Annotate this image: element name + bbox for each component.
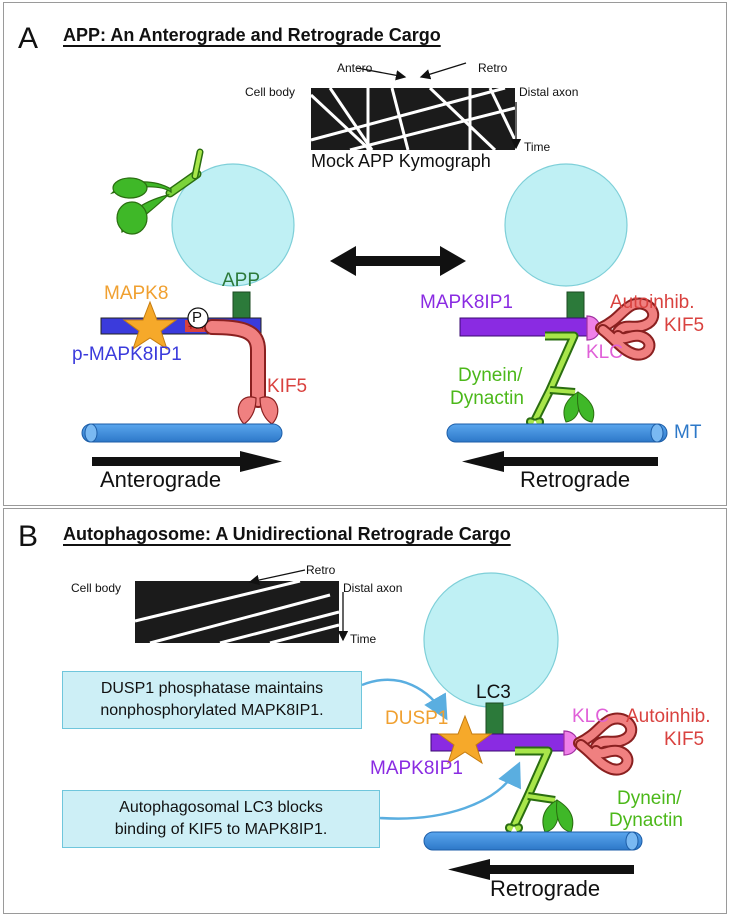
phospho-label: P <box>192 309 203 326</box>
klc-label-b: KLC <box>572 706 609 727</box>
retrograde-arrow-a <box>462 451 658 472</box>
kymo-a-retro: Retro <box>478 61 508 75</box>
panel-b-title: Autophagosome: A Unidirectional Retrogra… <box>63 524 511 544</box>
dusp1-label: DUSP1 <box>385 708 449 729</box>
double-arrow <box>330 246 466 276</box>
kif5-a-left <box>204 319 279 425</box>
note2-arrow <box>379 761 521 820</box>
panel-a-letter: A <box>18 22 39 55</box>
autoinhib-label-b-1: Autoinhib. <box>626 706 711 727</box>
note-lc3-line1: Autophagosomal LC3 blocks <box>119 799 323 816</box>
retrograde-label-b: Retrograde <box>490 876 601 901</box>
anterograde-arrow <box>92 451 282 472</box>
kymo-a-antero: Antero <box>337 61 373 75</box>
note-dusp1-line1: DUSP1 phosphatase maintains <box>100 680 324 697</box>
dynein-label-b-1: Dynein/ <box>617 788 682 809</box>
mt-label: MT <box>674 422 702 443</box>
kymo-b-distal-axon: Distal axon <box>343 581 403 595</box>
kif5-label-left: KIF5 <box>267 376 308 397</box>
kymo-a-distal-axon: Distal axon <box>519 85 579 99</box>
note-dusp1: DUSP1 phosphatase maintains nonphosphory… <box>62 671 362 729</box>
kymo-a-cell-body: Cell body <box>245 85 296 99</box>
dynein-label-b-2: Dynactin <box>609 810 683 831</box>
phospho-circle <box>187 307 209 329</box>
kymograph-a <box>309 62 522 152</box>
retrograde-arrow-b <box>448 859 634 880</box>
kymograph-b <box>134 569 349 645</box>
dynein-a-left <box>110 148 204 235</box>
microtubule-a-left <box>81 423 283 443</box>
microtubule-b <box>423 831 643 851</box>
autoinhib-kif5-b <box>573 712 638 776</box>
vesicle-a-right <box>504 163 628 287</box>
anterograde-label: Anterograde <box>100 467 222 492</box>
dusp1-star <box>437 714 493 765</box>
lc3-label: LC3 <box>476 682 511 703</box>
autoinhib-kif5-a-right <box>595 297 660 361</box>
dynein-label-a-2: Dynactin <box>450 388 524 409</box>
panel-b-letter: B <box>18 520 39 553</box>
note-lc3-line2: binding of KIF5 to MAPK8IP1. <box>114 821 328 838</box>
klc-label-a: KLC <box>586 342 623 363</box>
kymo-a-time: Time <box>524 140 551 154</box>
dynein-a-right <box>526 331 595 427</box>
mapk8-star <box>122 300 178 351</box>
mapk8-label: MAPK8 <box>104 283 169 304</box>
lc3-block <box>485 702 504 738</box>
p-mapk8ip1-label: p-MAPK8IP1 <box>72 344 182 365</box>
microtubule-a-right <box>446 423 668 443</box>
mapk8ip1-label-a-right: MAPK8IP1 <box>420 292 513 313</box>
note-lc3: Autophagosomal LC3 blocks binding of KIF… <box>62 790 380 848</box>
vesicle-a-left <box>171 163 295 287</box>
app-label-left: APP <box>222 270 261 291</box>
dynein-b <box>505 746 574 833</box>
autoinhib-label-b-2: KIF5 <box>664 729 705 750</box>
kymo-b-time: Time <box>350 632 377 646</box>
autoinhib-label-a-2: KIF5 <box>664 315 705 336</box>
kymo-b-cell-body: Cell body <box>71 581 122 595</box>
kymo-a-caption: Mock APP Kymograph <box>311 151 491 171</box>
retrograde-label-a: Retrograde <box>520 467 631 492</box>
panel-a-title: APP: An Anterograde and Retrograde Cargo <box>63 25 441 45</box>
kymo-b-retro: Retro <box>306 563 336 577</box>
note-dusp1-line2: nonphosphorylated MAPK8IP1. <box>100 702 324 719</box>
autoinhib-label-a-1: Autoinhib. <box>610 292 695 313</box>
note1-arrow <box>361 678 448 721</box>
dynein-label-a-1: Dynein/ <box>458 365 523 386</box>
mapk8ip1-label-b: MAPK8IP1 <box>370 758 463 779</box>
